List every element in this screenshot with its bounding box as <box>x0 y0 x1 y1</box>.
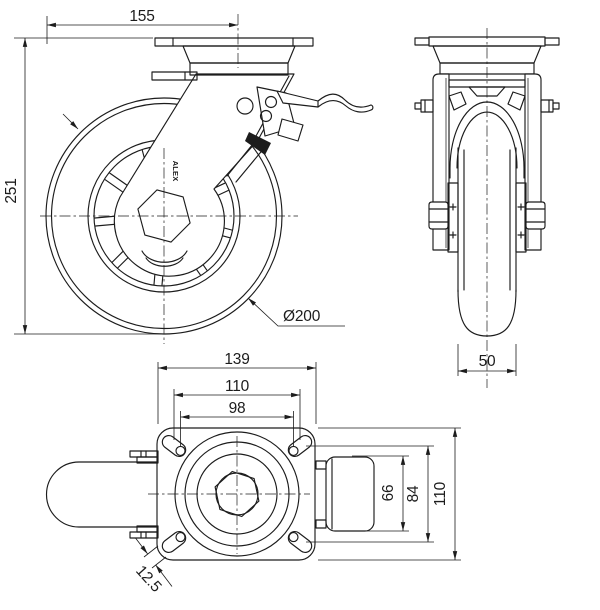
dim-overall-length: 155 <box>46 8 238 44</box>
brake-crossbar <box>448 79 526 111</box>
svg-text:98: 98 <box>229 400 246 417</box>
dim-slot-span-width: 84 <box>306 445 434 543</box>
bottom-view: 139 110 98 110 84 <box>45 351 461 596</box>
axle-washer-inner <box>145 257 184 267</box>
dim-wheel-width: 50 <box>457 344 517 376</box>
front-view: 50 <box>414 28 560 388</box>
svg-text:84: 84 <box>405 485 422 502</box>
svg-text:139: 139 <box>224 351 249 368</box>
svg-text:50: 50 <box>479 353 496 370</box>
axle-hardware <box>428 182 546 253</box>
brake-cam <box>245 132 271 155</box>
brake-hinge-ledge <box>151 71 198 81</box>
brake-adjuster <box>277 118 304 142</box>
dim-slot-span-length: 110 <box>173 378 301 440</box>
dim-slot-width: 12.5 <box>132 537 173 596</box>
kingpin-hex <box>214 470 260 518</box>
axle-washer <box>141 250 188 263</box>
brake-pedal <box>315 456 375 532</box>
tread-arrow <box>62 113 79 130</box>
dim-wheel-diameter: Ø200 <box>247 297 345 327</box>
fork-hole <box>236 97 254 115</box>
mounting-slots <box>161 434 313 554</box>
svg-text:66: 66 <box>380 485 397 502</box>
brake-lever-handle <box>317 93 372 108</box>
svg-text:251: 251 <box>3 178 20 203</box>
pivot-bolts <box>414 99 560 113</box>
dim-plate-width: 110 <box>318 427 461 561</box>
brand-logo: ALEX <box>171 161 180 182</box>
swivel-race-band <box>189 62 289 76</box>
svg-text:110: 110 <box>225 378 250 395</box>
mounting-plate-side <box>151 37 314 81</box>
side-view: ALEX 155 251 Ø200 <box>3 8 374 344</box>
brake-assembly-side <box>226 86 374 183</box>
dim-plate-length: 139 <box>157 351 317 424</box>
svg-text:Ø200: Ø200 <box>283 308 321 325</box>
dim-overall-height: 251 <box>3 37 168 335</box>
svg-text:110: 110 <box>432 481 449 506</box>
svg-text:155: 155 <box>129 8 154 25</box>
wheel-bottom <box>45 461 159 528</box>
swivel-housing <box>182 45 296 64</box>
svg-text:12.5: 12.5 <box>132 562 164 595</box>
brake-tabs <box>129 450 159 539</box>
dim-hole-span-length: 98 <box>180 400 294 446</box>
dim-pedal-width: 66 <box>352 455 409 532</box>
